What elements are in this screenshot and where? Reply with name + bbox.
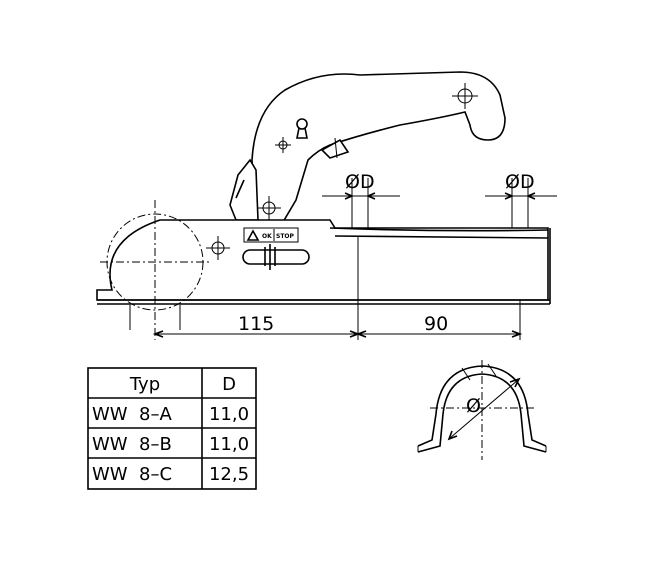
section-diameter-label: Ø bbox=[466, 395, 481, 417]
label-stop: STOP bbox=[276, 233, 295, 240]
diameter-dimension-2: ØD bbox=[505, 171, 535, 193]
table-cell-d: 12,5 bbox=[209, 464, 249, 485]
warning-triangle-icon bbox=[246, 229, 260, 241]
keyhole-icon bbox=[296, 118, 308, 139]
indicator-arrow-icon bbox=[264, 244, 276, 270]
handle-lever bbox=[251, 71, 506, 223]
table-header-d: D bbox=[222, 374, 236, 395]
coupling-body bbox=[96, 219, 549, 301]
warning-label bbox=[243, 227, 299, 243]
diameter-dimension-1: ØD bbox=[345, 171, 375, 193]
length-dimension-90: 90 bbox=[424, 313, 448, 335]
table-header-typ: Typ bbox=[129, 374, 160, 395]
label-ok: OK bbox=[262, 233, 272, 240]
safety-housing bbox=[229, 158, 259, 221]
length-dimension-115: 115 bbox=[238, 313, 274, 335]
body-top-edge bbox=[329, 227, 549, 232]
indicator-slot bbox=[242, 249, 310, 265]
table-cell-type: WW 8–B bbox=[92, 434, 172, 455]
table-cell-type: WW 8–C bbox=[92, 464, 172, 485]
table-cell-d: 11,0 bbox=[209, 404, 249, 425]
table-cell-d: 11,0 bbox=[209, 434, 249, 455]
type-table: Typ D WW 8–A 11,0 WW 8–B 11,0 WW 8–C 12,… bbox=[87, 367, 257, 490]
cross-section-profile: Ø bbox=[417, 360, 547, 460]
table-cell-type: WW 8–A bbox=[92, 404, 172, 425]
latch-tab bbox=[320, 138, 350, 159]
